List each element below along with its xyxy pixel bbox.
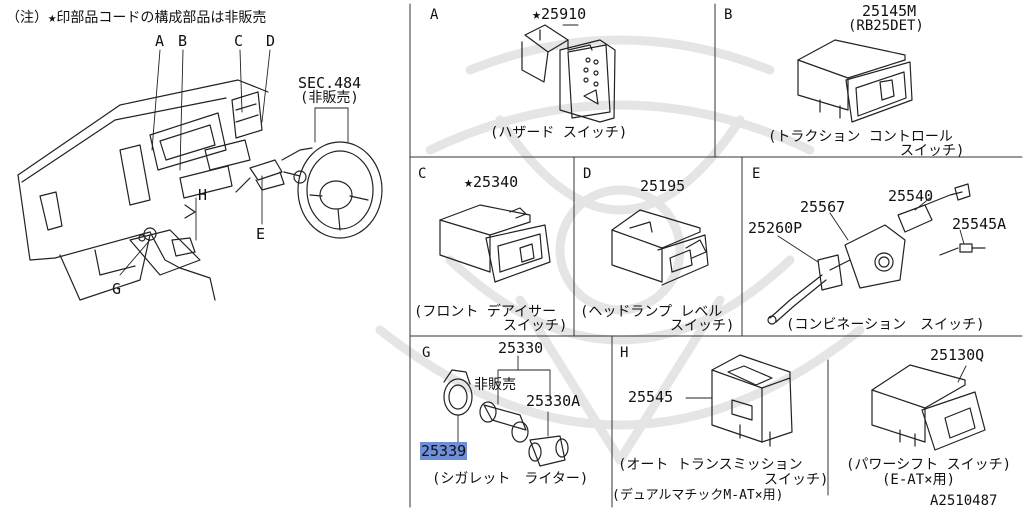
power-shift-switch-drawing [871,364,986,451]
panel-d-caption-line1: (ヘッドランプ レベル [580,304,723,320]
traction-switch-drawing [797,39,913,123]
panel-h-caption-line3: (デュアルマチックM-AT×用) [612,488,784,503]
panel-h-caption-line2: スイッチ) [764,472,829,488]
at-switch-drawing [711,354,793,447]
panel-c-part-number: ★25340 [464,173,519,191]
panel-e-part-25545a: 25545A [952,215,1007,233]
panel-g-part-25330a: 25330A [526,392,581,410]
panel-b-letter: B [724,7,733,23]
panel-g-caption: (シガレット ライター) [432,471,589,487]
callout-h: H [198,186,208,204]
panel-d-caption-line2: スイッチ) [670,318,735,334]
panel-d-part-number: 25195 [640,177,686,195]
panel-c-caption-line1: (フロント デアイサー [414,304,557,320]
panel-b-part-number: 25145M [862,2,917,20]
cigarette-lighter-drawing [443,369,569,467]
panel-g-not-sold: 非販売 [474,377,516,393]
callout-e: E [256,225,266,243]
panel-d-letter: D [583,166,592,182]
panel-grid [409,3,1023,508]
panel-i-caption-line1: (パワーシフト スイッチ) [846,457,1012,473]
panel-i-part-number: 25130Q [930,346,985,364]
leader-lines-g [457,355,551,445]
panel-a-letter: A [430,7,439,23]
panel-b-caption-line1: (トラクション コントロール [768,129,953,145]
panel-e-part-25567: 25567 [800,198,846,216]
panel-b-caption-line2: スイッチ) [900,143,965,159]
panel-h-caption-line1: (オート トランスミッション [618,457,803,473]
panel-i-caption-line2: (E-AT×用) [882,472,956,488]
panel-e-letter: E [752,166,761,182]
watermark-emblem [375,35,865,465]
parts-note: （注）★印部品コードの構成部品は非販売 [6,10,267,26]
callout-d: D [266,32,276,50]
panel-e-part-25540: 25540 [888,187,934,205]
callout-g: G [112,280,122,298]
panel-h-letter: H [620,345,629,361]
deicer-switch-drawing [439,204,551,283]
section-not-sold-note: (非販売) [300,90,359,106]
headlamp-switch-drawing [611,209,709,286]
panel-c-letter: C [418,166,427,182]
highlighted-part-number: 25339 [420,442,468,460]
panel-a-caption: (ハザード スイッチ) [490,125,628,141]
steering-column-drawing [235,141,383,239]
callout-c: C [234,32,244,50]
panel-e-caption: (コンビネーション スイッチ) [786,317,985,333]
callout-b: B [178,32,188,50]
combination-switch-drawing [767,183,986,325]
diagram-id: A2510487 [930,493,998,509]
section-reference: SEC.484 [298,74,362,92]
hazard-switch-drawing [521,24,616,123]
panel-h-part-number: 25545 [628,388,674,406]
panel-c-caption-line2: スイッチ) [503,318,568,334]
panel-g-part-25339: 25339 [420,442,468,460]
panel-a-part-number: ★25910 [532,5,587,23]
leader-lines-e [777,197,965,263]
panel-e-part-25260p: 25260P [748,219,803,237]
dashboard-overview-drawing [17,79,269,301]
panel-g-part-25330: 25330 [498,339,544,357]
leader-lines-overview [119,49,349,276]
callout-a: A [155,32,165,50]
panel-g-letter: G [422,345,431,361]
panel-b-variant: (RB25DET) [848,18,924,34]
